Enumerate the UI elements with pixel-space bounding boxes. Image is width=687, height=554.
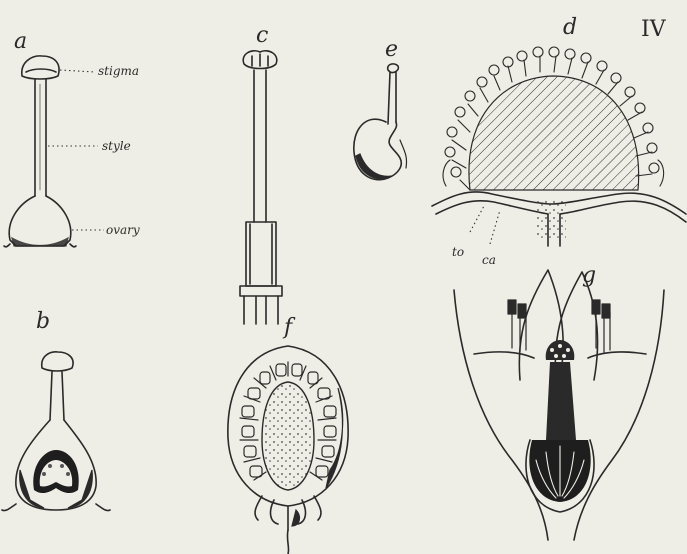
figure-e-letter: e <box>385 37 398 62</box>
figure-a-letter: a <box>14 29 27 54</box>
figure-e-stalk <box>388 72 396 124</box>
figure-g-pistil-top <box>546 340 575 360</box>
figure-d-to-label: to <box>452 245 464 259</box>
figure-a-ovary-label: ovary <box>106 223 140 237</box>
figure-d-receptacle <box>469 76 639 190</box>
figure-d-ca-label: ca <box>482 253 496 267</box>
figure-c-base <box>240 286 282 296</box>
figure-f-center <box>262 382 314 490</box>
figure-f: f <box>228 315 348 554</box>
figure-b-stigma <box>42 352 73 371</box>
figure-d-letter: d <box>563 15 577 40</box>
figure-f-letter: f <box>282 315 296 340</box>
figure-g-style <box>546 362 576 440</box>
figure-a: a stigma style ovary <box>4 29 140 247</box>
figure-c: c <box>240 23 282 324</box>
figure-f-bracts <box>255 496 321 530</box>
figure-c-letter: c <box>256 23 268 48</box>
figure-a-stigma-leader <box>60 70 95 72</box>
figure-b-letter: b <box>36 309 50 334</box>
figure-e-body <box>354 119 401 180</box>
figure-b: b <box>2 309 110 511</box>
plate-number: IV <box>641 17 667 42</box>
figure-a-stigma <box>22 56 59 79</box>
figure-a-style <box>35 79 46 196</box>
figure-d: d to ca <box>432 15 686 267</box>
figure-g: g <box>454 263 664 540</box>
figure-a-style-label: style <box>102 139 131 153</box>
figure-c-style <box>254 70 266 222</box>
figure-e: e <box>354 37 407 180</box>
figure-a-stigma-label: stigma <box>98 64 139 78</box>
figure-a-ovary <box>9 196 71 246</box>
